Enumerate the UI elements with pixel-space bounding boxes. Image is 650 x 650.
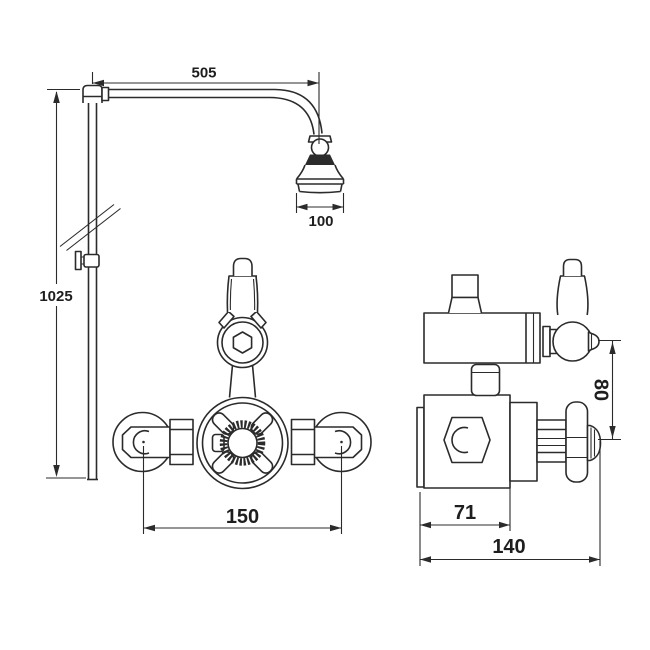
riser-elbow bbox=[82, 84, 103, 103]
dimension-505: 505 bbox=[91, 65, 320, 144]
arm-inner-line bbox=[108, 96, 315, 135]
top-outlet-flange bbox=[447, 296, 483, 314]
arrowhead-right bbox=[499, 521, 510, 529]
center-mark-left bbox=[142, 440, 145, 444]
wall-bracket-ring bbox=[83, 253, 100, 268]
lever-wing-left bbox=[218, 310, 235, 329]
lever-side-right bbox=[583, 275, 589, 316]
ball-joint bbox=[310, 138, 330, 157]
wall-bracket-arms bbox=[81, 256, 84, 265]
arrowhead-left bbox=[296, 203, 308, 211]
dim-label-505: 505 bbox=[191, 65, 216, 82]
wall-bracket-clamp bbox=[74, 250, 82, 271]
cross-handle-waist bbox=[566, 436, 588, 459]
arrowhead-down bbox=[609, 426, 616, 438]
left-coupler-nut bbox=[169, 418, 194, 466]
dim-label-150: 150 bbox=[226, 506, 259, 528]
arrowhead-right bbox=[307, 79, 319, 87]
cross-spoke bbox=[250, 451, 274, 474]
arrowhead-left bbox=[420, 521, 431, 529]
knurled-hub-ring bbox=[219, 420, 266, 466]
valve-side-view: 80 71 140 bbox=[416, 258, 621, 566]
collar-hex-nut bbox=[232, 331, 253, 354]
arrowhead-up bbox=[609, 342, 616, 354]
riser-rail-view bbox=[59, 84, 323, 481]
lever-collar-inner bbox=[221, 321, 264, 364]
break-line-2 bbox=[66, 208, 121, 251]
lever-body-fill bbox=[227, 276, 258, 312]
wall-plate bbox=[416, 406, 425, 488]
lever-body-highlights bbox=[229, 278, 256, 311]
arm-connector-nut bbox=[101, 86, 110, 102]
inlet-union-hex bbox=[443, 416, 491, 464]
dim-label-71: 71 bbox=[454, 502, 476, 524]
temperature-stop-tab bbox=[211, 433, 225, 453]
cross-spoke bbox=[211, 451, 235, 474]
dim-label-80: 80 bbox=[590, 379, 612, 401]
arrowhead-down bbox=[53, 465, 60, 477]
rose-right-flare bbox=[334, 164, 345, 180]
inlet-union-arc bbox=[451, 426, 469, 454]
lever-ring-1 bbox=[542, 325, 551, 358]
lever-pivot-ball bbox=[552, 321, 593, 362]
ext-lines bbox=[598, 339, 621, 441]
hub-center bbox=[227, 427, 258, 459]
front-step-block bbox=[509, 401, 538, 482]
lever-side-cap bbox=[562, 258, 583, 276]
dim-label-100: 100 bbox=[308, 213, 333, 230]
lever-wing-right bbox=[250, 310, 267, 329]
ext-lines bbox=[295, 193, 345, 213]
lever-side-fill bbox=[556, 276, 589, 314]
spindle-nut bbox=[536, 419, 567, 463]
spindle-nut-facets bbox=[537, 428, 566, 454]
valve-body-inner bbox=[201, 402, 284, 484]
dim-label-1025: 1025 bbox=[39, 288, 72, 305]
arm-outer-line bbox=[108, 88, 323, 134]
top-outlet-fitting bbox=[451, 274, 479, 299]
arrowhead-left bbox=[92, 79, 104, 87]
valve-front-view: 150 bbox=[112, 257, 372, 534]
arrowhead-right bbox=[332, 203, 344, 211]
dimension-1025: 1025 bbox=[39, 88, 86, 479]
right-union-arc bbox=[334, 430, 352, 455]
lever-body-right bbox=[255, 275, 259, 313]
spindle-lines bbox=[537, 437, 566, 447]
rose-rim bbox=[297, 183, 343, 194]
arrowhead-left bbox=[420, 556, 431, 563]
right-coupler-nut bbox=[290, 418, 316, 466]
center-mark-right bbox=[340, 440, 343, 444]
arrowhead-right bbox=[330, 524, 342, 532]
right-nut-facets bbox=[291, 428, 315, 456]
lever-body-left bbox=[226, 275, 230, 313]
outlet-pipe bbox=[228, 364, 257, 398]
dim-label-140: 140 bbox=[492, 536, 525, 558]
ext-lines bbox=[142, 446, 343, 534]
rose-neck bbox=[305, 154, 335, 165]
rose-left-flare bbox=[295, 164, 306, 180]
cross-handle-side bbox=[565, 401, 589, 483]
arrowhead-up bbox=[53, 91, 60, 103]
break-line-1 bbox=[59, 204, 115, 247]
left-nut-facets bbox=[170, 428, 193, 456]
body-neck bbox=[470, 363, 501, 397]
dimension-80: 80 bbox=[590, 339, 621, 441]
pivot-end-cap bbox=[587, 331, 600, 352]
rose-band-lines bbox=[295, 178, 345, 185]
dimension-71: 71 bbox=[419, 488, 511, 566]
dimension-150: 150 bbox=[142, 440, 343, 534]
dimension-100: 100 bbox=[295, 193, 345, 230]
arrowhead-left bbox=[143, 524, 155, 532]
arrowhead-right bbox=[589, 556, 600, 563]
lever-cap bbox=[232, 257, 253, 276]
lever-side-left bbox=[556, 275, 562, 316]
shower-head bbox=[295, 135, 345, 194]
dimension-140: 140 bbox=[420, 441, 601, 566]
handle-hub-cap-bands bbox=[590, 427, 596, 459]
upper-body bbox=[423, 312, 541, 364]
